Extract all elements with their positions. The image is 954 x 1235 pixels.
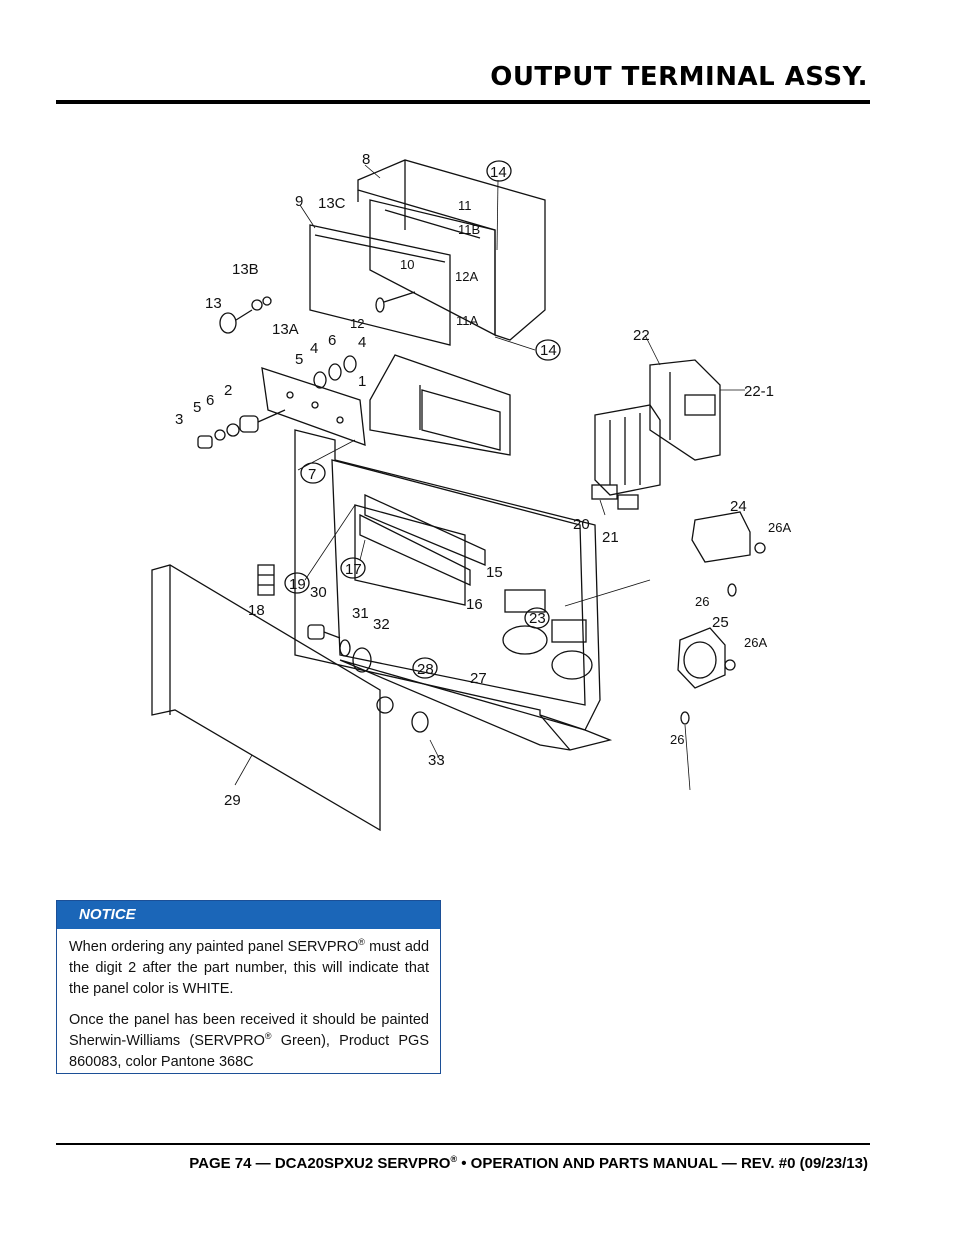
exploded-parts-diagram: 8 14 9 13C 11 11B 10 12A 13B 13 13A 12 1… xyxy=(140,140,820,860)
label-14b: 14 xyxy=(540,342,557,359)
page-title: OUTPUT TERMINAL ASSY. xyxy=(490,62,868,92)
registered-mark: ® xyxy=(358,937,365,948)
label-17: 17 xyxy=(345,561,362,578)
label-6: 6 xyxy=(328,332,336,349)
label-21: 21 xyxy=(602,529,619,546)
label-19: 19 xyxy=(289,576,306,593)
label-13b: 13B xyxy=(232,261,259,278)
label-11b: 11B xyxy=(458,222,480,237)
label-3: 3 xyxy=(175,411,183,428)
label-26a: 26A xyxy=(768,520,791,535)
label-12: 12 xyxy=(350,316,364,331)
label-5: 5 xyxy=(295,351,303,368)
label-4a: 4 xyxy=(310,340,318,357)
label-28: 28 xyxy=(417,661,434,678)
label-25: 25 xyxy=(712,614,729,631)
label-32: 32 xyxy=(373,616,390,633)
label-29: 29 xyxy=(224,792,241,809)
label-31: 31 xyxy=(352,605,369,622)
label-14: 14 xyxy=(490,164,507,181)
notice-body: When ordering any painted panel SERVPRO®… xyxy=(57,929,440,1073)
label-11: 11 xyxy=(458,198,472,213)
label-9: 9 xyxy=(295,193,303,210)
label-15: 15 xyxy=(486,564,503,581)
notice-p2-text: Once the panel has been received it shou… xyxy=(69,1012,429,1049)
label-26b: 26 xyxy=(670,732,684,747)
part-8-cover-box xyxy=(357,159,546,341)
part-25-receptacle xyxy=(677,627,736,725)
label-30: 30 xyxy=(310,584,327,601)
label-24: 24 xyxy=(730,498,747,515)
label-20: 20 xyxy=(573,516,590,533)
label-11a: 11A xyxy=(456,313,478,328)
label-10: 10 xyxy=(400,257,414,272)
label-26: 26 xyxy=(695,594,709,609)
label-22-1: 22-1 xyxy=(744,383,774,400)
label-8: 8 xyxy=(362,151,370,168)
label-6b: 6 xyxy=(206,392,214,409)
registered-mark: ® xyxy=(450,1154,458,1164)
footer-text-rest: • OPERATION AND PARTS MANUAL — REV. #0 (… xyxy=(457,1155,868,1172)
label-26a-b: 26A xyxy=(744,635,767,650)
part-30-bolt xyxy=(307,624,372,673)
label-27: 27 xyxy=(470,670,487,687)
footer-text: PAGE 74 — DCA20SPXU2 SERVPRO xyxy=(189,1155,451,1172)
registered-mark: ® xyxy=(264,1031,272,1042)
part-9-panel xyxy=(309,224,451,346)
label-12a: 12A xyxy=(455,269,478,284)
notice-heading: NOTICE xyxy=(57,901,440,929)
notice-p1-text-rest: must add the digit 2 after the part numb… xyxy=(69,939,430,997)
label-2: 2 xyxy=(224,382,232,399)
notice-box: NOTICE When ordering any painted panel S… xyxy=(56,900,441,1074)
label-4b: 4 xyxy=(358,334,366,351)
part-22-bracket xyxy=(649,359,721,461)
label-7: 7 xyxy=(308,466,316,483)
part-4-terminal-studs xyxy=(313,355,357,389)
part-frame xyxy=(369,354,511,456)
label-33: 33 xyxy=(428,752,445,769)
part-1-terminal-plate xyxy=(261,367,366,446)
notice-paragraph-2: Once the panel has been received it shou… xyxy=(69,1010,429,1073)
part-12-screw xyxy=(375,291,416,313)
callout-circles xyxy=(284,160,561,679)
label-23: 23 xyxy=(529,610,546,627)
leader-lines xyxy=(234,164,745,791)
part-control-panel xyxy=(294,429,601,731)
label-13a: 13A xyxy=(272,321,299,338)
label-16: 16 xyxy=(466,596,483,613)
notice-p2-text-rest: Green), Product PGS 860083, color Panton… xyxy=(69,1033,429,1070)
part-24-receptacle xyxy=(691,511,766,597)
notice-p1-text: When ordering any painted panel SERVPRO xyxy=(69,939,359,955)
label-1: 1 xyxy=(358,373,366,390)
header-rule xyxy=(56,100,870,104)
part-15-meter xyxy=(359,493,486,587)
label-18: 18 xyxy=(248,602,265,619)
footer-rule xyxy=(56,1143,870,1145)
label-13: 13 xyxy=(205,295,222,312)
label-5b: 5 xyxy=(193,399,201,416)
notice-paragraph-1: When ordering any painted panel SERVPRO®… xyxy=(69,937,429,1000)
page-footer: PAGE 74 — DCA20SPXU2 SERVPRO® • OPERATIO… xyxy=(189,1154,868,1173)
label-22: 22 xyxy=(633,327,650,344)
label-13c: 13C xyxy=(318,195,346,212)
part-2-bolt-assembly xyxy=(197,409,286,449)
part-29-front-door xyxy=(151,564,429,832)
part-18-terminal-block xyxy=(257,564,275,596)
part-13-knob xyxy=(219,296,272,334)
part-base-plate xyxy=(339,659,613,751)
